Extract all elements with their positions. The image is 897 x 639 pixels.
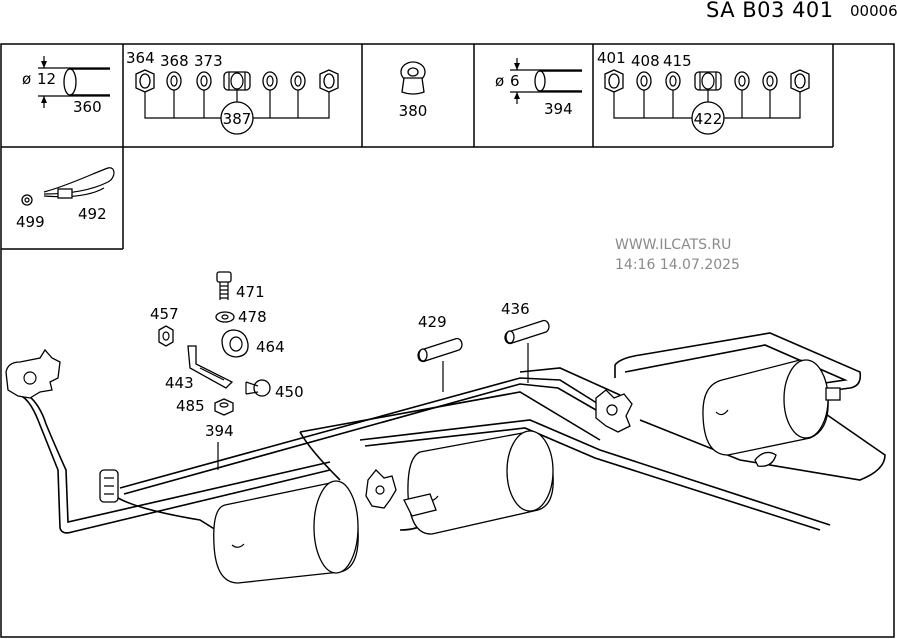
part-368-label: 368 [160, 52, 189, 70]
box-clip-492[interactable]: 499 492 [16, 167, 115, 231]
bracket-plate[interactable] [403, 493, 437, 517]
watermark-datetime: 14:16 14.07.2025 [615, 257, 740, 273]
box-fittings-387[interactable]: 364 368 373 387 [126, 49, 339, 135]
diameter-symbol: ø [22, 70, 31, 88]
part-360-label: 360 [73, 98, 102, 116]
valve-middle[interactable] [365, 469, 397, 509]
air-tank-middle[interactable] [407, 430, 554, 535]
part-373-label: 373 [194, 52, 223, 70]
callout-485: 485 [176, 397, 205, 415]
callout-464: 464 [256, 338, 285, 356]
part-492-label: 492 [78, 205, 107, 223]
diameter-symbol-2: ø [495, 72, 504, 90]
group-422-label: 422 [694, 110, 723, 128]
callout-471: 471 [236, 283, 265, 301]
callout-443: 443 [165, 374, 194, 392]
box-pipe-12[interactable]: ø 12 360 [22, 56, 110, 116]
callout-450: 450 [275, 383, 304, 401]
callout-478: 478 [238, 308, 267, 326]
callout-429: 429 [418, 313, 447, 331]
valve-left[interactable] [5, 348, 61, 399]
air-tank-right[interactable] [702, 359, 841, 467]
connector-tee[interactable] [99, 469, 119, 503]
part-364-label: 364 [126, 49, 155, 67]
callout-436: 436 [501, 300, 530, 318]
box-pipe-6[interactable]: ø 6 394 [495, 58, 582, 118]
part-415-label: 415 [663, 52, 692, 70]
box-banjo-380[interactable]: 380 [399, 61, 428, 120]
document-code: SA B03 401 [706, 0, 834, 22]
part-380-label: 380 [399, 102, 428, 120]
box-fittings-422[interactable]: 401 408 415 422 [597, 49, 810, 135]
diagram-frame [0, 43, 895, 638]
part-408-label: 408 [631, 52, 660, 70]
callout-457: 457 [150, 305, 179, 323]
hardware-parts[interactable]: 471 478 457 464 443 450 485 [150, 271, 304, 416]
part-401-label: 401 [597, 49, 626, 67]
part-499-label: 499 [16, 213, 45, 231]
sleeve-436[interactable]: 436 [501, 300, 550, 383]
sleeve-429[interactable]: 429 [417, 313, 463, 392]
header-boxes [1, 44, 834, 250]
callout-394: 394 [205, 422, 234, 440]
air-tank-left[interactable] [213, 480, 359, 584]
watermark-site: WWW.ILCATS.RU [615, 237, 731, 253]
diameter-value-2: 6 [510, 72, 520, 90]
document-number: 00006 [850, 2, 897, 20]
valve-right[interactable] [595, 389, 633, 433]
diameter-value: 12 [37, 70, 56, 88]
group-387-label: 387 [223, 110, 252, 128]
part-394-box-label: 394 [544, 100, 573, 118]
